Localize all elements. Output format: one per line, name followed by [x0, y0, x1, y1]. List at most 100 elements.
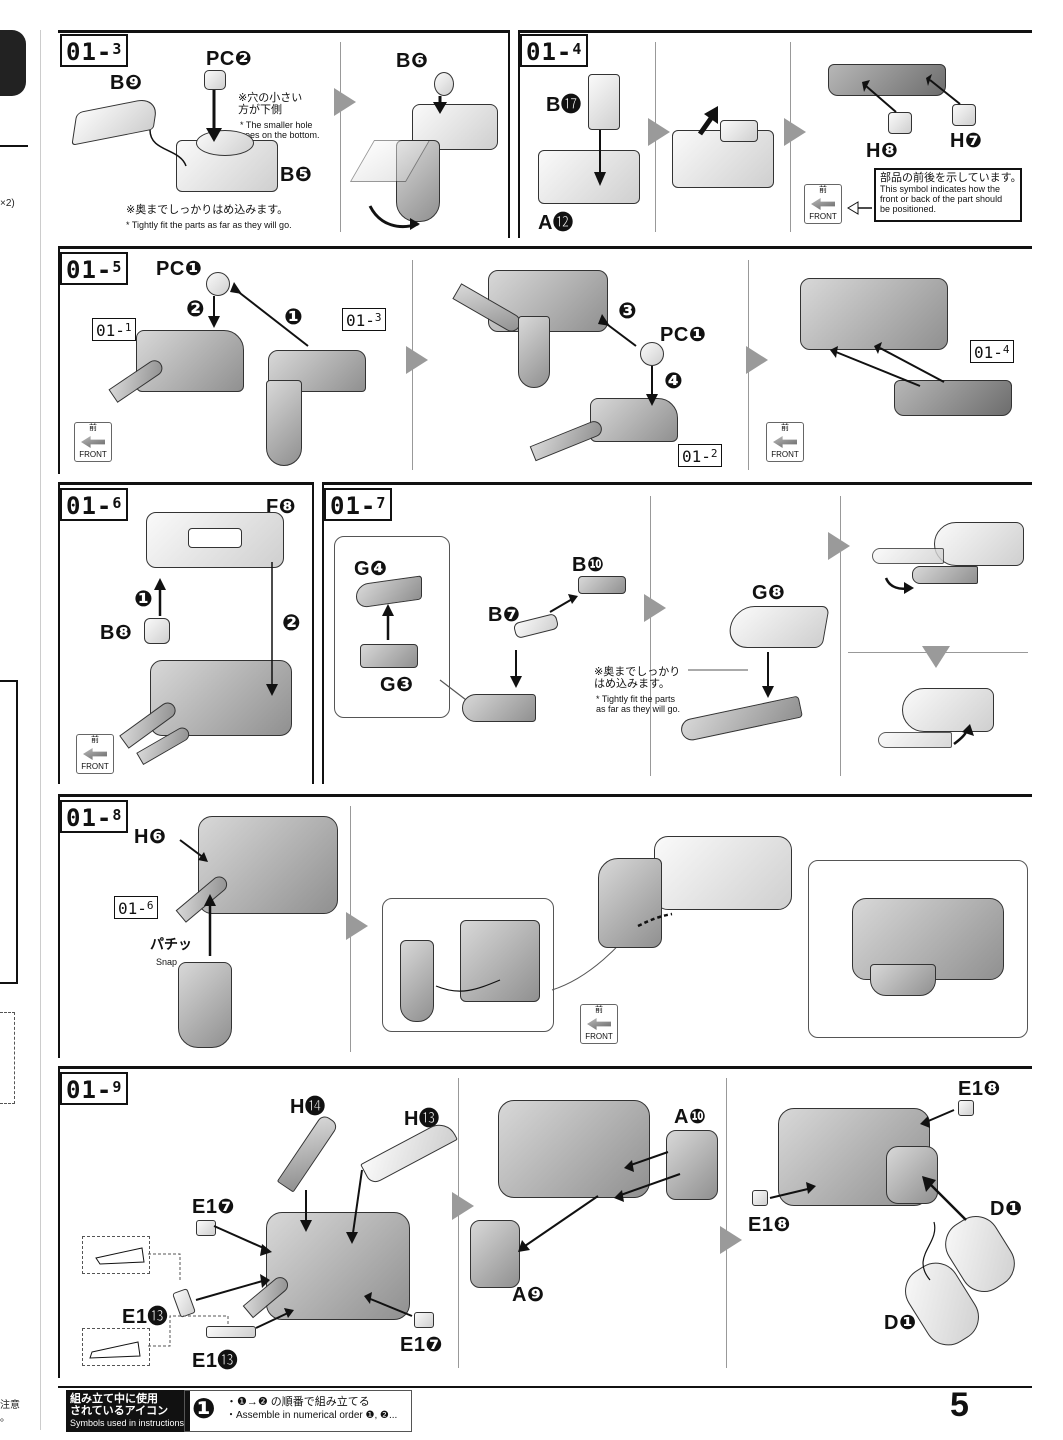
note-smaller-hole-jp: ※穴の小さい 方が下側 — [238, 92, 303, 116]
left-edge-x2: ×2) — [0, 198, 15, 209]
order-mark-4: ❹ — [664, 368, 684, 393]
step-label-01-4: 01-4 — [520, 34, 589, 67]
snap-label-jp: パチッ — [150, 936, 192, 952]
part-mid-leg — [518, 316, 550, 388]
ref-01-1: 01-1 — [92, 318, 136, 341]
part-label-h13: H⓭ — [404, 1108, 440, 1130]
part-detail-leg — [400, 940, 434, 1022]
part-label-h14: H⓮ — [290, 1096, 326, 1118]
part-label-pc2: PC❷ — [206, 48, 253, 70]
step-arrow-down — [922, 646, 950, 668]
note-tight-fit-jp: ※奥までしっかりはめ込みます。 — [126, 204, 289, 216]
part-label-b6: B❻ — [396, 50, 429, 72]
step-label-01-7: 01-7 — [324, 488, 393, 521]
part-01-8-body — [198, 816, 338, 914]
step-arrow — [346, 912, 368, 940]
part-g-cone — [462, 694, 536, 722]
part-label-g3: G❸ — [380, 674, 414, 696]
page-number: 5 — [950, 1386, 969, 1424]
part-pc1b-shape — [640, 342, 664, 366]
part-label-a12: A⓬ — [538, 212, 574, 234]
part-pc1-shape — [206, 272, 230, 296]
order-mark-3: ❸ — [618, 298, 638, 323]
part-01-5-result — [800, 278, 948, 350]
part-label-g4: G❹ — [354, 558, 388, 580]
part-h6-leg — [178, 962, 232, 1048]
step-label-01-9: 01-9 — [60, 1072, 129, 1105]
step-arrow — [406, 346, 428, 374]
part-label-b8: B❽ — [100, 622, 133, 644]
order-mark-2: ❷ — [186, 296, 206, 321]
decal-guide-upper — [82, 1236, 150, 1274]
inset-g4-g3 — [334, 536, 450, 718]
left-edge-dashbox — [0, 1012, 15, 1104]
part-b8-shape — [144, 618, 170, 644]
part-01-6-body — [150, 660, 292, 736]
order-mark-1: ❶ — [284, 304, 304, 329]
part-detail-body — [460, 920, 540, 1002]
step-label-01-3: 01-3 — [60, 34, 129, 67]
front-explain-jp: 部品の前後を示しています。 — [880, 172, 1022, 184]
decal-guide-lower — [82, 1328, 150, 1366]
left-edge-rule — [0, 145, 28, 147]
step-arrow — [648, 118, 670, 146]
part-01-4-ref-shape — [894, 380, 1012, 416]
part-label-pc1-b: PC❶ — [660, 324, 707, 346]
part-01-7-result-a — [934, 522, 1024, 566]
part-label-e13-a: E1⓭ — [122, 1306, 168, 1328]
part-label-b9: B❾ — [110, 72, 143, 94]
left-divider — [40, 30, 41, 1430]
left-edge-note-end: 。 — [0, 1413, 10, 1424]
part-pc2-shape — [204, 70, 226, 90]
part-h8-shape — [888, 112, 912, 134]
note-tight-fit-en: * Tightly fit the parts as far as they w… — [126, 220, 292, 230]
part-assembled-01-4b — [720, 120, 758, 142]
part-01-2-shape — [590, 398, 678, 442]
part-label-b5: B❺ — [280, 164, 313, 186]
part-e18b-shape — [752, 1190, 768, 1206]
part-01-7-stick-a — [872, 548, 944, 564]
footer-icon-legend-jp: 組み立て中に使用 されているアイコン — [70, 1393, 169, 1417]
front-explain-box: 部品の前後を示しています。 This symbol indicates how … — [874, 168, 1022, 222]
front-explain-en: This symbol indicates how the front or b… — [880, 184, 1003, 214]
part-a9-shape — [470, 1220, 520, 1288]
note-tight-fit2-jp: ※奥までしっかり はめ込みます。 — [594, 666, 681, 690]
part-e17a-shape — [196, 1220, 216, 1236]
part-b10-shape — [578, 576, 626, 594]
part-01-8-mid-arm — [598, 858, 662, 948]
part-01-7-result-b — [902, 688, 994, 732]
part-label-g8: G❽ — [752, 582, 786, 604]
snap-label-en: Snap — [156, 957, 178, 967]
step-arrow — [720, 1226, 742, 1254]
footer-order-jp: ・❶→❷ の順番で組み立てる — [226, 1396, 370, 1408]
order-mark-2: ❷ — [282, 610, 302, 635]
footer-icon-legend: 組み立て中に使用 されているアイコン Symbols used in instr… — [66, 1390, 190, 1432]
part-label-d1-a: D❶ — [990, 1198, 1023, 1220]
part-label-e18-a: E1❽ — [958, 1078, 1001, 1100]
part-label-h6: H❻ — [134, 826, 167, 848]
part-label-e18-b: E1❽ — [748, 1214, 791, 1236]
note-smaller-hole-en: * The smaller hole goes on the bottom. — [240, 120, 320, 140]
left-edge-black-tab — [0, 30, 26, 96]
part-01-9-final-side — [886, 1146, 938, 1204]
ref-01-4: 01-4 — [970, 340, 1014, 363]
step-arrow — [452, 1192, 474, 1220]
part-label-h8: H❽ — [866, 140, 899, 162]
part-01-9-body — [266, 1212, 410, 1320]
part-label-a9: A❾ — [512, 1284, 545, 1306]
part-label-e13-b: E1⓭ — [192, 1350, 238, 1372]
step-label-01-5: 01-5 — [60, 252, 129, 285]
part-01-3-leg — [266, 380, 302, 466]
part-01-9-mid-body — [498, 1100, 650, 1198]
part-f8-hole — [188, 528, 242, 548]
part-label-b17: B⓱ — [546, 94, 582, 116]
